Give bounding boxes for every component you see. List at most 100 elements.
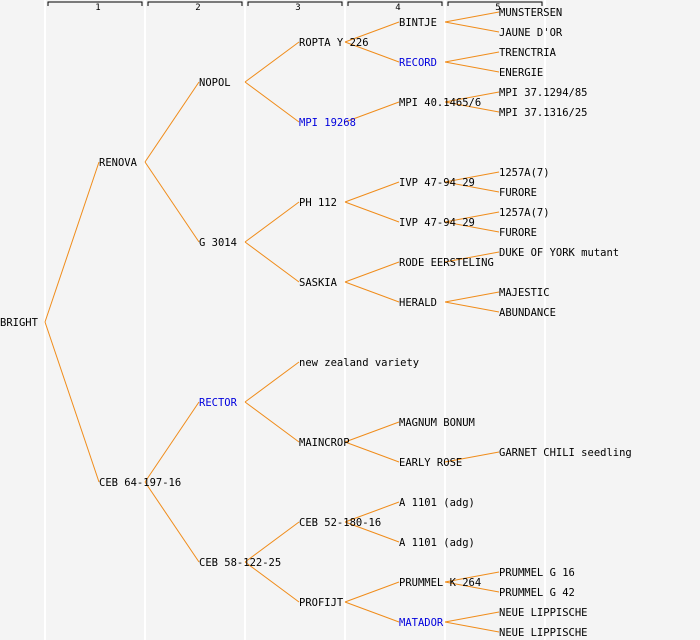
generation-number: 4 [395, 3, 400, 13]
pedigree-node: IVP 47-94 29 [399, 177, 475, 189]
pedigree-edge [244, 201, 300, 243]
pedigree-edge [444, 61, 500, 73]
pedigree-node: MUNSTERSEN [499, 7, 562, 19]
pedigree-node: SASKIA [299, 277, 338, 289]
pedigree-node: PROFIJT [299, 597, 344, 609]
pedigree-node-link[interactable]: RECORD [399, 57, 437, 69]
pedigree-node-link[interactable]: MATADOR [399, 617, 444, 629]
pedigree-edge [244, 41, 300, 83]
pedigree-node: IVP 47-94 29 [399, 217, 475, 229]
pedigree-edge [444, 581, 500, 593]
pedigree-edge [44, 161, 100, 323]
pedigree-edge [444, 221, 500, 233]
generation-bracket [47, 1, 143, 6]
pedigree-node: JAUNE D'OR [499, 27, 563, 39]
pedigree-edge [344, 501, 400, 523]
generation-bracket [447, 1, 543, 6]
pedigree-node: BINTJE [399, 17, 437, 29]
pedigree-node: 1257A(7) [499, 207, 550, 219]
pedigree-edge [244, 81, 300, 123]
pedigree-node: FURORE [499, 187, 537, 199]
pedigree-edge [144, 161, 200, 243]
generation-bracket [147, 1, 243, 6]
pedigree-edge [144, 481, 200, 563]
pedigree-node: HERALD [399, 297, 437, 309]
pedigree-node: MAJESTIC [499, 287, 550, 299]
pedigree-node: PRUMMEL G 42 [499, 587, 575, 599]
pedigree-node: EARLY ROSE [399, 457, 462, 469]
pedigree-node: BRIGHT [0, 317, 39, 329]
pedigree-node: DUKE OF YORK mutant [499, 247, 619, 259]
pedigree-edge [344, 41, 400, 63]
pedigree-node-link[interactable]: MPI 19268 [299, 117, 356, 129]
pedigree-node: PH 112 [299, 197, 337, 209]
pedigree-node: MPI 37.1316/25 [499, 107, 588, 119]
pedigree-node-link[interactable]: RECTOR [199, 397, 238, 409]
pedigree-edge [344, 521, 400, 543]
pedigree-edge [344, 101, 400, 123]
pedigree-edge [444, 611, 500, 623]
pedigree-edge [344, 261, 400, 283]
pedigree-node: NOPOL [199, 77, 231, 89]
pedigree-node: PRUMMEL K 264 [399, 577, 481, 589]
generation-headers: 1 2 3 4 5 [47, 1, 543, 13]
pedigree-edge [444, 51, 500, 63]
pedigree-edge [344, 421, 400, 443]
generation-number: 1 [95, 3, 100, 13]
pedigree-edge [344, 21, 400, 43]
generation-number: 5 [495, 3, 500, 13]
pedigree-edge [344, 581, 400, 603]
pedigree-edge [244, 241, 300, 283]
pedigree-edge [444, 301, 500, 313]
pedigree-node: A 1101 (adg) [399, 537, 475, 549]
pedigree-edge [444, 621, 500, 633]
generation-bracket [247, 1, 343, 6]
pedigree-edge [444, 571, 500, 583]
pedigree-node: ABUNDANCE [499, 307, 556, 319]
pedigree-node: RENOVA [99, 157, 138, 169]
pedigree-edge [444, 291, 500, 303]
pedigree-edge [444, 181, 500, 193]
pedigree-edge [344, 601, 400, 623]
pedigree-edge [344, 201, 400, 223]
pedigree-node: A 1101 (adg) [399, 497, 475, 509]
pedigree-edge [444, 91, 500, 103]
pedigree-edge [44, 321, 100, 483]
pedigree-node: CEB 64-197-16 [99, 477, 181, 489]
pedigree-node: RODE EERSTELING [399, 257, 494, 269]
pedigree-node: MAINCROP [299, 437, 350, 449]
pedigree-node: CEB 52-180-16 [299, 517, 381, 529]
generation-number: 2 [195, 3, 200, 13]
pedigree-node: GARNET CHILI seedling [499, 447, 632, 459]
pedigree-node: NEUE LIPPISCHE [499, 627, 588, 639]
pedigree-edge [244, 361, 300, 403]
pedigree-edges [44, 11, 500, 633]
pedigree-edge [444, 211, 500, 223]
pedigree-edge [444, 451, 500, 463]
pedigree-node: G 3014 [199, 237, 237, 249]
pedigree-edge [444, 101, 500, 113]
pedigree-node: FURORE [499, 227, 537, 239]
pedigree-edge [244, 521, 300, 563]
pedigree-edge [144, 401, 200, 483]
pedigree-node: MPI 37.1294/85 [499, 87, 588, 99]
pedigree-node: 1257A(7) [499, 167, 550, 179]
pedigree-node: CEB 58-122-25 [199, 557, 281, 569]
pedigree-node: MAGNUM BONUM [399, 417, 475, 429]
generation-number: 3 [295, 3, 300, 13]
pedigree-edge [444, 171, 500, 183]
pedigree-edge [444, 21, 500, 33]
column-separators [44, 0, 546, 640]
pedigree-edge [244, 561, 300, 603]
pedigree-node: NEUE LIPPISCHE [499, 607, 588, 619]
pedigree-node: new zealand variety [299, 357, 419, 369]
pedigree-edge [244, 401, 300, 443]
pedigree-edge [344, 441, 400, 463]
pedigree-edge [444, 11, 500, 23]
pedigree-node: TRENCTRIA [499, 47, 557, 59]
pedigree-edge [344, 181, 400, 203]
pedigree-edge [444, 251, 500, 263]
pedigree-node: MPI 40.1465/6 [399, 97, 481, 109]
